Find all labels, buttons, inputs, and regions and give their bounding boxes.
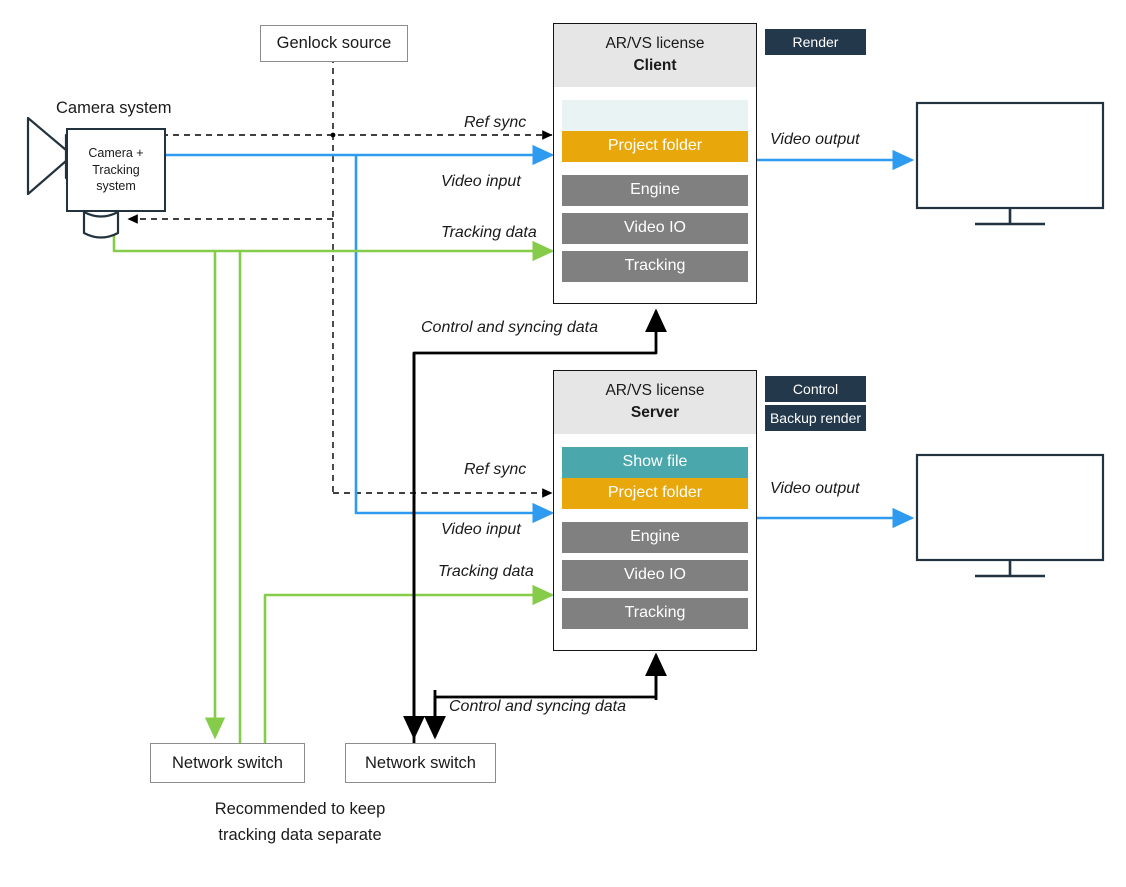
label-video-output-server: Video output: [770, 480, 860, 497]
label-control-sync-client: Control and syncing data: [421, 319, 598, 336]
wire-junction-dot: [330, 132, 336, 138]
caption-line-1: Recommended to keep: [214, 800, 386, 818]
camera-body-line-2: Tracking: [92, 162, 140, 177]
client-unit[interactable]: AR/VS license Client Project folder Engi…: [553, 23, 757, 304]
client-badge-render[interactable]: Render: [765, 29, 866, 55]
network-switch-tracking-label: Network switch: [172, 753, 283, 772]
genlock-source-label: Genlock source: [276, 34, 392, 52]
client-header-role: Client: [633, 57, 677, 75]
server-bar-video-io[interactable]: Video IO: [562, 559, 748, 591]
server-bar-tracking[interactable]: Tracking: [562, 597, 748, 629]
label-video-output-client: Video output: [770, 131, 860, 148]
label-control-sync-server: Control and syncing data: [449, 698, 626, 715]
server-header-license: AR/VS license: [605, 382, 705, 399]
network-switch-tracking[interactable]: Network switch: [150, 743, 305, 783]
tracking-separation-caption: Recommended to keep tracking data separa…: [155, 797, 445, 848]
label-tracking-data-client: Tracking data: [441, 224, 537, 241]
label-tracking-data-server: Tracking data: [438, 563, 534, 580]
camera-system-label: Camera system: [56, 99, 172, 117]
label-ref-sync-server: Ref sync: [464, 461, 527, 478]
camera-tracking-system-box[interactable]: Camera + Tracking system: [66, 128, 166, 212]
wire-control-server: [433, 657, 658, 737]
label-ref-sync-client: Ref sync: [464, 114, 527, 131]
server-header: AR/VS license Server: [554, 371, 756, 434]
server-bar-show-file[interactable]: Show file: [562, 446, 748, 478]
client-bar-tracking[interactable]: Tracking: [562, 250, 748, 282]
wire-tracking-server: [263, 584, 555, 745]
client-header: AR/VS license Client: [554, 24, 756, 87]
client-header-license: AR/VS license: [605, 35, 705, 52]
network-switch-control[interactable]: Network switch: [345, 743, 496, 783]
server-badge-backup-render-label: Backup render: [769, 410, 862, 426]
label-video-input-server: Video input: [441, 521, 521, 538]
server-badge-control[interactable]: Control: [765, 376, 866, 402]
label-video-input-client: Video input: [441, 173, 521, 190]
server-unit[interactable]: AR/VS license Server Show file Project f…: [553, 370, 757, 651]
server-header-role: Server: [630, 404, 680, 422]
server-badge-control-label: Control: [792, 381, 839, 397]
server-bar-engine[interactable]: Engine: [562, 521, 748, 553]
client-bar-show-file-placeholder[interactable]: [562, 99, 748, 131]
client-badge-render-label: Render: [792, 34, 839, 50]
tracking-cylinder-body: [82, 210, 120, 239]
camera-body-line-3: system: [96, 179, 136, 194]
server-bar-project-folder[interactable]: Project folder: [562, 477, 748, 509]
network-switch-control-label: Network switch: [365, 753, 476, 772]
camera-lens-shape: [26, 116, 68, 196]
wire-video-input-server: [354, 156, 555, 524]
server-badge-backup-render[interactable]: Backup render: [765, 405, 866, 431]
client-monitor: [915, 101, 1105, 226]
caption-line-2: tracking data separate: [218, 825, 382, 844]
client-bar-engine[interactable]: Engine: [562, 174, 748, 206]
server-monitor: [915, 453, 1105, 578]
camera-body-line-1: Camera +: [88, 145, 144, 160]
client-bar-project-folder[interactable]: Project folder: [562, 130, 748, 162]
client-bar-video-io[interactable]: Video IO: [562, 212, 748, 244]
genlock-source-box[interactable]: Genlock source: [260, 25, 408, 62]
